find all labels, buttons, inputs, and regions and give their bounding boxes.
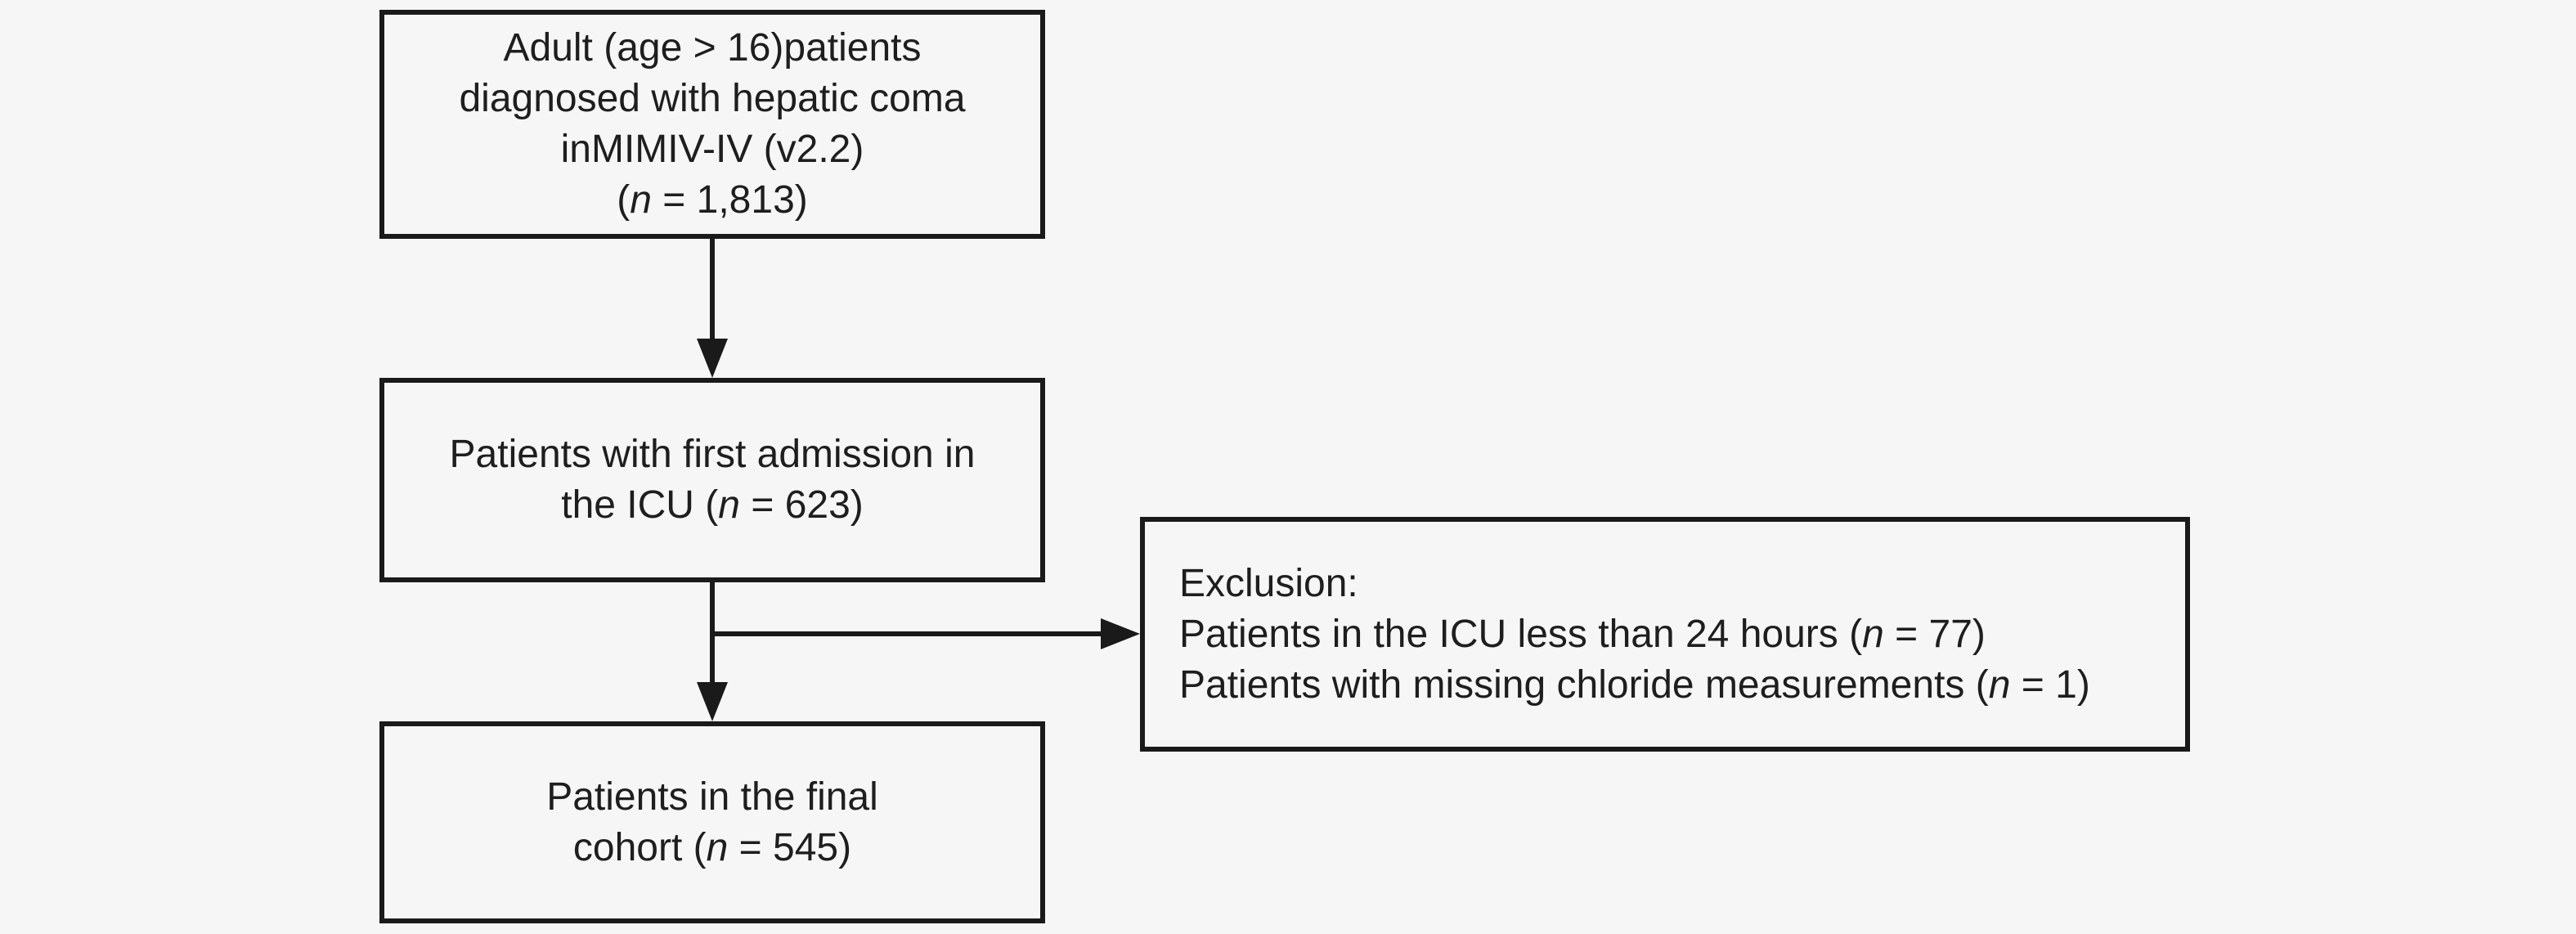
flow-box-exclusion-text: Exclusion:Patients in the ICU less than … bbox=[1179, 561, 2090, 707]
arrow-population-to-admission-line bbox=[710, 239, 715, 340]
flow-box-exclusion: Exclusion:Patients in the ICU less than … bbox=[1140, 517, 2190, 752]
arrow-branch-to-exclusion-line bbox=[710, 631, 1104, 636]
arrowhead-down-icon bbox=[697, 339, 728, 378]
arrowhead-down-icon bbox=[697, 682, 728, 721]
arrowhead-right-icon bbox=[1101, 618, 1140, 649]
